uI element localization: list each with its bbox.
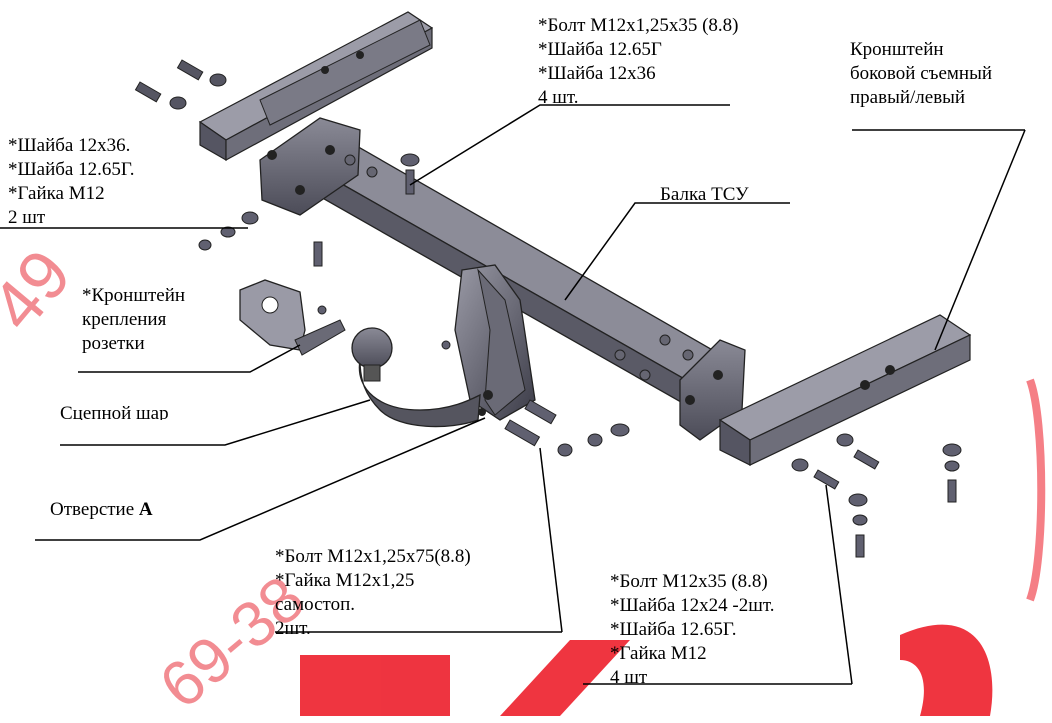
bolt-bottom-line-2: *Гайка М12х1,25: [275, 570, 415, 591]
bolt-top-line-2: *Шайба 12.65Г: [538, 39, 662, 60]
bolt-top-line-1: *Болт М12х1,25х35 (8.8): [538, 15, 739, 36]
label-bolt-top: *Болт М12х1,25х35 (8.8) *Шайба 12.65Г *Ш…: [538, 14, 739, 110]
leader-lines: [0, 104, 1026, 685]
bolt-right-line-5: 4 шт: [610, 667, 648, 688]
label-bolt-right: *Болт М12х35 (8.8) *Шайба 12х24 -2шт. *Ш…: [610, 570, 774, 690]
bolt-top-line-4: 4 шт.: [538, 87, 579, 108]
bracket-side-line-1: Кронштейн: [850, 39, 944, 60]
label-tow-ball: Сцепной шар: [60, 403, 169, 420]
washers-left-line-3: *Гайка М12: [8, 183, 105, 204]
bolt-right-line-1: *Болт М12х35 (8.8): [610, 571, 768, 592]
label-socket-bracket: *Кронштейн крепления розетки: [82, 284, 185, 356]
bracket-side-line-3: правый/левый: [850, 87, 966, 108]
label-hole-a: Отверстие А: [50, 498, 153, 522]
bolt-right-line-2: *Шайба 12х24 -2шт.: [610, 595, 775, 616]
label-washers-left: *Шайба 12х36. *Шайба 12.65Г. *Гайка М12 …: [8, 134, 134, 230]
washers-left-line-2: *Шайба 12.65Г.: [8, 159, 135, 180]
top-side-bracket: [198, 11, 434, 162]
socket-bracket-line-1: *Кронштейн: [82, 285, 186, 306]
socket-bracket-line-2: крепления: [82, 309, 167, 330]
bolt-bottom-line-3: самостоп.: [275, 594, 355, 615]
bolts-top-left: [134, 59, 227, 110]
hole-a-prefix: Отверстие: [50, 499, 139, 520]
socket-bracket: [239, 279, 346, 356]
bolt-top-line-3: *Шайба 12х36: [538, 63, 656, 84]
washers-left-line-4: 2 шт: [8, 207, 46, 228]
tow-ball: [351, 327, 481, 428]
label-beam: Балка ТСУ: [660, 184, 749, 205]
washers-left-line-1: *Шайба 12х36.: [8, 135, 131, 156]
socket-bracket-line-3: розетки: [82, 333, 145, 354]
hole-a-letter: А: [138, 499, 153, 520]
label-bolt-bottom: *Болт М12х1,25х75(8.8) *Гайка М12х1,25 с…: [275, 545, 471, 641]
drop-plate: [454, 264, 536, 421]
fasteners: [198, 153, 962, 558]
bolt-right-line-4: *Гайка М12: [610, 643, 707, 664]
label-bracket-side: Кронштейн боковой съемный правый/левый: [850, 38, 992, 110]
bolt-right-line-3: *Шайба 12.65Г.: [610, 619, 737, 640]
bolt-bottom-line-1: *Болт М12х1,25х75(8.8): [275, 546, 471, 567]
right-side-bracket: [718, 314, 972, 466]
bracket-side-line-2: боковой съемный: [850, 63, 993, 84]
bolt-bottom-line-4: 2шт.: [275, 618, 311, 639]
